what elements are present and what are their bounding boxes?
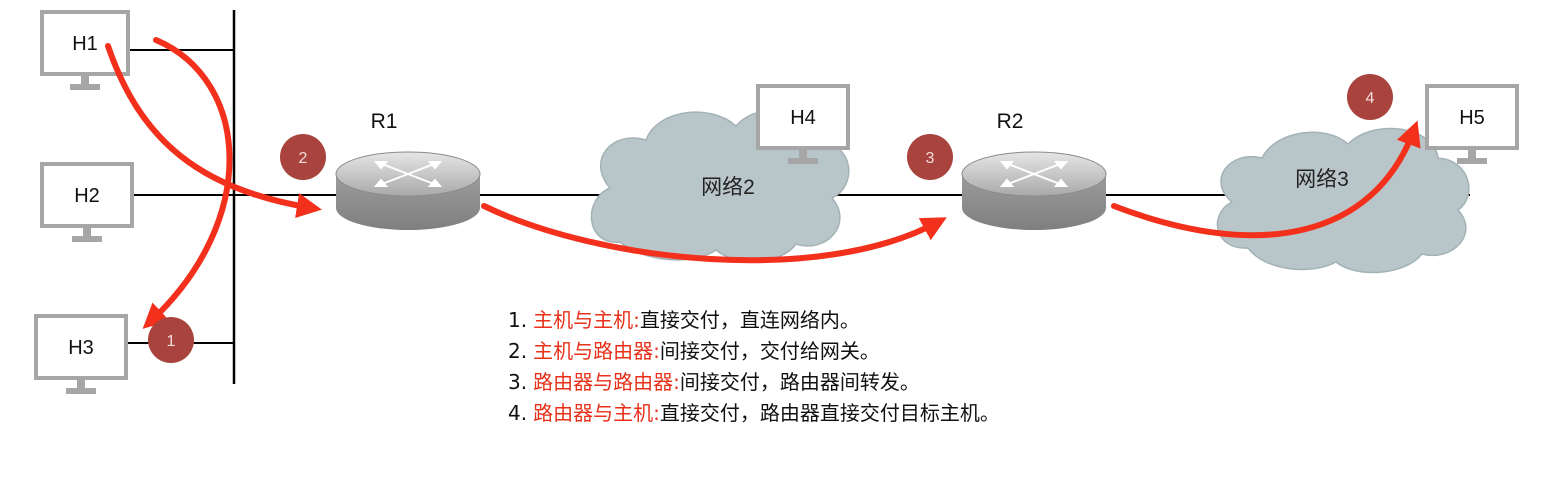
legend-item-4-number: 4. bbox=[508, 401, 528, 425]
legend-item-3-number: 3. bbox=[508, 370, 528, 394]
legend-item-1-role: 主机与主机: bbox=[533, 308, 640, 332]
router-r2: R2 bbox=[961, 110, 1107, 230]
network-3-label: 网络3 bbox=[1295, 168, 1349, 191]
host-h3-label: H3 bbox=[68, 337, 94, 359]
legend-item-3-role: 路由器与路由器: bbox=[533, 370, 680, 394]
arrow-r1-to-r2 bbox=[481, 203, 947, 264]
step-marker-4: 4 bbox=[1347, 74, 1393, 120]
legend-item-2-number: 2. bbox=[508, 339, 528, 363]
step-marker-1-label: 1 bbox=[167, 333, 176, 350]
network-2-label: 网络2 bbox=[701, 176, 755, 199]
legend-item-2-text: 间接交付，交付给网关。 bbox=[659, 339, 880, 363]
router-r1: R1 bbox=[335, 110, 481, 230]
legend-item-1-number: 1. bbox=[508, 308, 528, 332]
host-h5-label: H5 bbox=[1459, 107, 1485, 129]
legend-item-2: 2.主机与路由器:间接交付，交付给网关。 bbox=[508, 336, 1308, 367]
router-r1-label: R1 bbox=[371, 110, 398, 133]
arrow-h1-to-h3 bbox=[142, 37, 233, 329]
legend-item-1: 1.主机与主机:直接交付，直连网络内。 bbox=[508, 305, 1308, 336]
step-marker-4-label: 4 bbox=[1366, 90, 1375, 107]
arrow-r2-to-h5 bbox=[1111, 120, 1421, 239]
legend-item-2-role: 主机与路由器: bbox=[533, 339, 660, 363]
step-marker-1: 1 bbox=[148, 317, 194, 363]
host-h5: H5 bbox=[1425, 84, 1519, 164]
legend-item-4-role: 路由器与主机: bbox=[533, 401, 660, 425]
step-marker-2-label: 2 bbox=[299, 150, 308, 167]
cloud-network-3: 网络3 bbox=[1216, 127, 1470, 274]
host-h4: H4 bbox=[756, 84, 850, 164]
router-r1-arrows-icon bbox=[373, 161, 443, 187]
step-marker-2: 2 bbox=[280, 134, 326, 180]
host-h1: H1 bbox=[40, 10, 130, 90]
legend-item-4-text: 直接交付，路由器直接交付目标主机。 bbox=[659, 401, 1000, 425]
legend-item-1-text: 直接交付，直连网络内。 bbox=[639, 308, 860, 332]
router-r2-label: R2 bbox=[997, 110, 1024, 133]
delivery-arrows bbox=[105, 37, 1421, 329]
legend-item-3-text: 间接交付，路由器间转发。 bbox=[679, 370, 920, 394]
host-h2: H2 bbox=[40, 162, 134, 242]
delivery-legend: 1.主机与主机:直接交付，直连网络内。 2.主机与路由器:间接交付，交付给网关。… bbox=[508, 305, 1308, 429]
arrow-h1-to-r1 bbox=[105, 43, 322, 219]
legend-item-3: 3.路由器与路由器:间接交付，路由器间转发。 bbox=[508, 367, 1308, 398]
step-marker-3-label: 3 bbox=[926, 150, 935, 167]
step-marker-3: 3 bbox=[907, 134, 953, 180]
host-h2-label: H2 bbox=[74, 185, 100, 207]
router-r2-arrows-icon bbox=[999, 161, 1069, 187]
host-h3: H3 bbox=[34, 314, 128, 394]
legend-item-4: 4.路由器与主机:直接交付，路由器直接交付目标主机。 bbox=[508, 398, 1308, 429]
host-h4-label: H4 bbox=[790, 107, 816, 129]
host-h1-label: H1 bbox=[72, 33, 98, 55]
